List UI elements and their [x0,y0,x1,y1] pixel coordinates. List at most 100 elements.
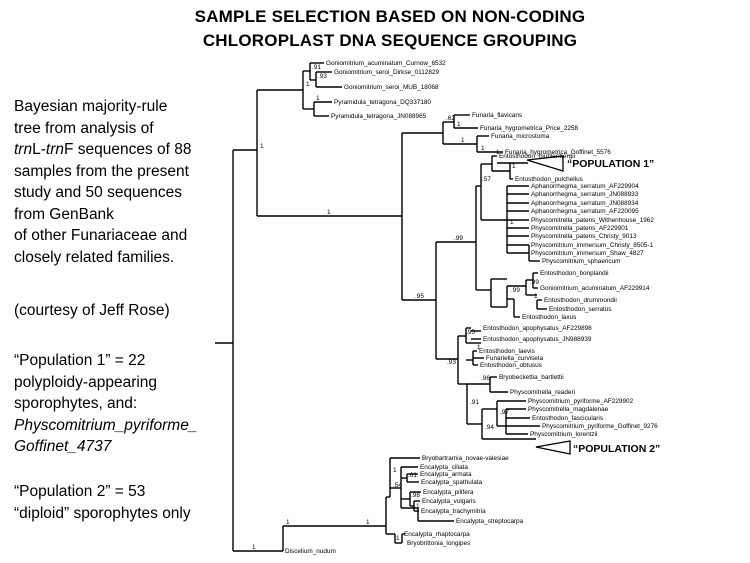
caption-line: tree from analysis of [14,119,154,137]
support-value: 1 [496,149,500,156]
support-value: 1 [481,145,485,152]
caption-line: closely related families. [14,248,175,266]
support-value: 1 [306,81,310,88]
tree-caption: Bayesian majority-rule tree from analysi… [14,96,229,268]
leaf-label: Physcomitrella_magdalenae [528,406,609,413]
leaf-label: Physcomitrium_pyriforme_Goffinet_9276 [542,423,658,430]
leaf-label: Encalypta_armata [420,471,472,478]
leaf-label: Bryobeckettia_bartlettii [499,374,564,381]
leaf-label: Encalypta_spathulata [421,479,483,486]
leaf-label: Physcomitrium_immersum_Shaw_4827 [531,250,644,257]
note-line: “diploid” sporophytes only [14,504,191,522]
leaf-label: Bryobrittonia_longipes [407,540,470,547]
support-value: 1 [286,519,290,526]
caption-line: Bayesian majority-rule [14,98,168,115]
leaf-label: Entosthodon_serratus [549,306,612,313]
leaf-label: Goniomitrium_seroi_Dirkse_0112829 [334,69,439,76]
population-1-collapsed-clade [526,155,564,172]
leaf-labels: Goniomitrium_acuminatum_Curnow_6532 Goni… [285,60,658,555]
leaf-label: Goniomitrium_seroi_MUB_18068 [344,84,439,91]
support-value: 1 [316,95,320,102]
caption-line: study and 50 sequences [14,184,183,201]
support-value: .98 [411,492,420,499]
support-values: .91 .93 1 1 1 .62 1 1 1 1 .57 1 .99 .99 … [252,64,539,551]
population-2-collapsed-clade [535,440,571,455]
tree-branches [215,62,547,552]
support-value: .61 [408,472,417,479]
leaf-label: Funaria_microstoma [491,133,550,140]
leaf-label: Entosthodon_laxus [522,314,576,321]
note-line: polyploidy-appearing [14,373,158,391]
leaf-label: Physcomitrium_lorentzii [530,431,597,438]
support-value: 1 [457,121,461,128]
caption-line: samples from the present [14,162,189,180]
population-1-note: “Population 1” = 22 polyploidy-appearing… [14,350,229,458]
support-value: .95 [466,329,475,336]
leaf-label: Entosthodon_apophysatus_JN988939 [483,336,592,343]
note-line: “Population 2” = 53 [14,483,146,500]
support-value: .97 [500,409,509,416]
support-value: .95 [415,293,424,300]
support-value: 1 [534,293,538,300]
support-value: .99 [530,279,539,286]
support-value: .57 [482,176,491,183]
leaf-label: Entosthodon_muhlenbergii [499,153,575,160]
leaf-label: Discelium_nudum [285,548,336,555]
support-value: .94 [485,424,494,431]
support-value: .93 [447,359,456,366]
leaf-label: Bryobartramia_novae-valesiae [422,455,509,462]
caption-line: from GenBank [14,205,114,223]
support-value: .62 [446,115,455,122]
note-line: “Population 1” = 22 [14,352,146,369]
support-value: 1 [461,137,465,144]
leaf-label: Entosthodon_drummondii [544,297,617,304]
leaf-label: Goniomitrium_acuminatum_Curnow_6532 [326,60,446,67]
support-value: 1 [512,163,516,170]
population-2-label: “POPULATION 2” [573,443,660,455]
support-value: 1 [327,209,331,216]
leaf-label: Aphanorrhegma_serratum_AF229904 [531,183,639,190]
leaf-label: Encalypta_trachymitria [421,508,486,515]
note-line: sporophytes, and: [14,395,138,412]
leaf-label: Encalypta_vulgaris [422,498,476,505]
leaf-label: Aphanorrhegma_serratum_JN088934 [531,200,639,207]
support-value: .93 [318,73,327,80]
courtesy-note: (courtesy of Jeff Rose) [14,302,170,319]
leaf-label: Goniomitrium_acuminatum_AF229914 [540,285,650,292]
leaf-label: Physcomitrium_pyriforme_AF229902 [528,398,634,405]
population-2-note: “Population 2” = 53 “diploid” sporophyte… [14,481,229,524]
caption-line: trnL-trnF sequences of 88 [14,141,192,158]
leaf-label: Pyramidula_tetragona_JN088965 [331,113,427,120]
note-line: Physcomitrium_pyriforme_ [14,416,198,434]
support-value: .54 [393,482,402,489]
support-value: 1 [252,544,256,551]
slide-title-line-2: CHLOROPLAST DNA SEQUENCE GROUPING [202,31,578,50]
leaf-label: Funaria_hygrometrica_Goffinet_5576 [505,149,611,156]
leaf-label: Physcomitrella_patens_Withenhouse_1962 [531,217,654,224]
leaf-label: Physcomitrium_sphaericum [542,258,621,265]
support-value: .91 [470,399,479,406]
leaf-label: Funariella_curviseta [486,355,544,362]
leaf-label: Physcomitrella_patens_AF229901 [531,225,629,232]
leaf-label: Entosthodon_apophysatus_AF229898 [483,325,592,332]
support-value: .99 [454,235,463,242]
leaf-label: Physcomitrium_immersum_Christy_8505-1 [531,242,654,249]
support-value: 1 [366,519,370,526]
leaf-label: Entosthodon_pulchellus [515,176,583,183]
support-value: .99 [511,287,520,294]
caption-line: of other Funariaceae and [14,227,188,244]
leaf-label: Encalypta_ciliata [420,464,468,471]
note-line: Goffinet_4737 [14,438,112,455]
leaf-label: Entosthodon_fascicularis [532,415,603,422]
leaf-label: Pyramidula_tetragona_DQ337180 [334,99,431,106]
leaf-label: Physcomitrella_patens_Christy_9013 [531,233,637,240]
leaf-label: Encalypta_streptocarpa [456,518,524,525]
slide-title-line-1: SAMPLE SELECTION BASED ON NON-CODING [194,7,586,26]
leaf-label: Aphanorrhegma_serratum_JN088933 [531,191,639,198]
support-value: 1 [393,467,397,474]
support-value: 1 [260,143,264,150]
leaf-label: Encalypta_rhaptocarpa [404,531,470,538]
leaf-label: Entosthodon_obtusus [480,362,542,369]
support-value: .91 [312,64,321,71]
